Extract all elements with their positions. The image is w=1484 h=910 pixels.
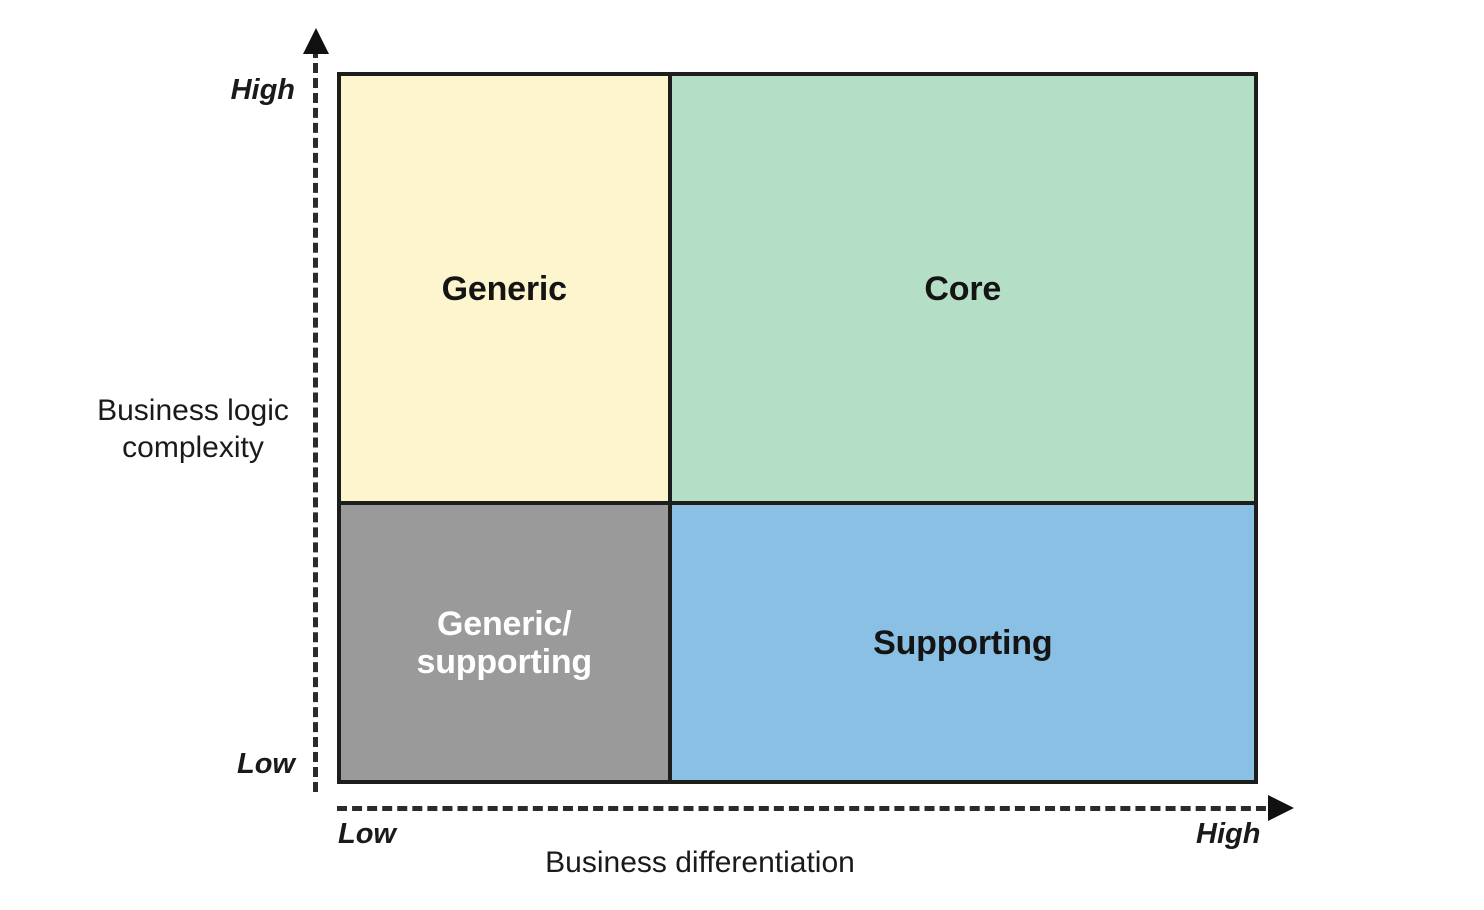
y-axis-tick-low: Low — [237, 748, 295, 780]
quadrant-supporting-label: Supporting — [873, 623, 1053, 662]
y-axis-tick-high: High — [230, 74, 295, 106]
x-axis-arrow-icon — [1268, 795, 1294, 821]
quadrant-core[interactable]: Core — [671, 76, 1254, 506]
y-axis-title: Business logic complexity — [93, 393, 293, 466]
quadrant-generic-supporting-label-line-1: Generic/ — [437, 604, 572, 643]
x-axis-tick-low: Low — [338, 818, 396, 850]
quadrant-core-label: Core — [924, 269, 1002, 308]
x-axis-title-text: Business differentiation — [545, 846, 855, 879]
y-axis-arrow-icon — [303, 28, 329, 54]
quadrant-generic-supporting-label: Generic/ supporting — [416, 605, 592, 681]
y-axis-title-line-1: Business logic — [97, 394, 289, 427]
y-axis-title-line-2: complexity — [122, 430, 264, 464]
x-axis-tick-high: High — [1196, 818, 1261, 850]
x-axis-line — [337, 806, 1281, 811]
quadrant-matrix: Generic Core Generic/ supporting Support… — [337, 72, 1258, 784]
quadrant-generic-supporting-label-line-2: supporting — [416, 642, 593, 681]
quadrant-generic-label: Generic — [441, 269, 567, 308]
quadrant-supporting[interactable]: Supporting — [671, 505, 1254, 780]
y-axis-line — [313, 48, 318, 792]
quadrant-generic[interactable]: Generic — [341, 76, 672, 506]
x-axis-title: Business differentiation — [0, 845, 1484, 882]
quadrant-generic-supporting[interactable]: Generic/ supporting — [341, 505, 672, 780]
